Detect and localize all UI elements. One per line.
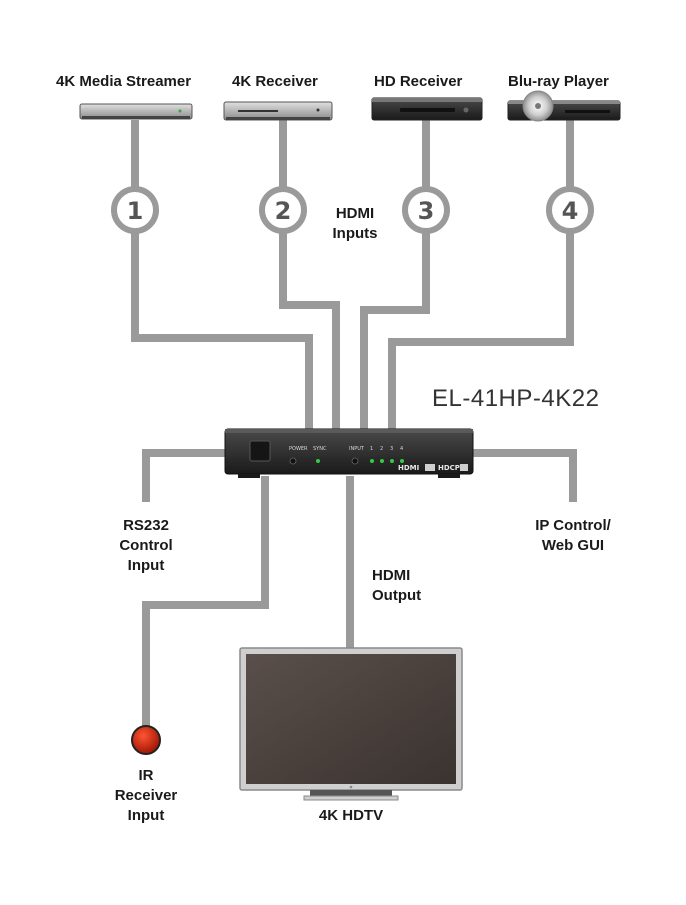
hdmi-output-line-1: HDMI: [372, 567, 411, 584]
sync-led: [316, 459, 320, 463]
panel-input-4: 4: [400, 446, 403, 452]
tv-label: 4K HDTV: [318, 807, 384, 824]
ir-line-2: Receiver: [114, 787, 178, 804]
input-number-4: 4: [562, 197, 579, 225]
hdmi-output-line-2: Output: [372, 587, 422, 604]
power-label: POWER: [289, 446, 308, 452]
cable-ip: [470, 449, 577, 502]
rs232-line-2: Control: [119, 537, 173, 554]
hdmi-inputs-line-1: HDMI: [335, 205, 375, 222]
ir-sensor-icon: [131, 725, 161, 755]
input-marker-4: 4: [546, 186, 594, 234]
source-label-4k-receiver: 4K Receiver: [232, 73, 318, 90]
input-led-1: [370, 459, 374, 463]
ip-control-label: IP Control/ Web GUI: [525, 516, 621, 556]
ip-control-line-2: Web GUI: [541, 537, 605, 554]
ip-control-line-1: IP Control/: [535, 517, 611, 534]
input-label: INPUT: [349, 446, 365, 452]
source-label-media-streamer: 4K Media Streamer: [56, 73, 192, 90]
bluray-player-device: [507, 90, 621, 122]
hdmi-inputs-label: HDMI Inputs: [320, 204, 390, 244]
hdcp-version-badge: [460, 464, 468, 471]
source-label-hd-receiver: HD Receiver: [374, 73, 463, 90]
hdmi-output-label: HDMI Output: [372, 566, 421, 606]
source-label-bluray-player: Blu-ray Player: [508, 73, 609, 90]
ir-receiver: [131, 725, 161, 755]
input-number-3: 3: [418, 197, 435, 225]
input-button: [351, 457, 359, 465]
input-led-3: [390, 459, 394, 463]
input-number-1: 1: [127, 197, 144, 225]
4k-logo: [425, 464, 435, 471]
panel-input-1: 1: [370, 446, 373, 452]
input-marker-1: 1: [111, 186, 159, 234]
rs232-label: RS232 Control Input: [106, 516, 186, 576]
rs232-line-3: Input: [127, 557, 165, 574]
input-marker-2: 2: [259, 186, 307, 234]
rs232-line-1: RS232: [123, 517, 169, 534]
tv-device: [239, 647, 463, 801]
input-marker-3: 3: [402, 186, 450, 234]
media-streamer-device: [79, 103, 193, 120]
4k-receiver-device: [223, 101, 333, 121]
power-button: [289, 457, 297, 465]
switch-device: POWER SYNC INPUT 1 2 3 4 HDMI HDCP: [224, 428, 474, 478]
ir-receiver-label: IR Receiver Input: [106, 766, 186, 826]
input-led-2: [380, 459, 384, 463]
ir-window: [249, 440, 271, 462]
ir-line-3: Input: [127, 807, 165, 824]
panel-input-2: 2: [380, 446, 383, 452]
cable-rs232: [142, 449, 228, 502]
ir-line-1: IR: [138, 767, 154, 784]
panel-input-3: 3: [390, 446, 393, 452]
hd-receiver-device: [371, 97, 483, 121]
sync-label: SYNC: [313, 446, 327, 452]
hdmi-logo: HDMI: [398, 464, 419, 472]
input-markers: 1 2 3 4: [111, 186, 594, 234]
model-name: EL-41HP-4K22: [432, 385, 600, 412]
hdcp-logo: HDCP: [438, 464, 460, 472]
input-number-2: 2: [275, 197, 292, 225]
cable-ir: [142, 476, 269, 730]
hdmi-inputs-line-2: Inputs: [332, 225, 378, 242]
input-led-4: [400, 459, 404, 463]
